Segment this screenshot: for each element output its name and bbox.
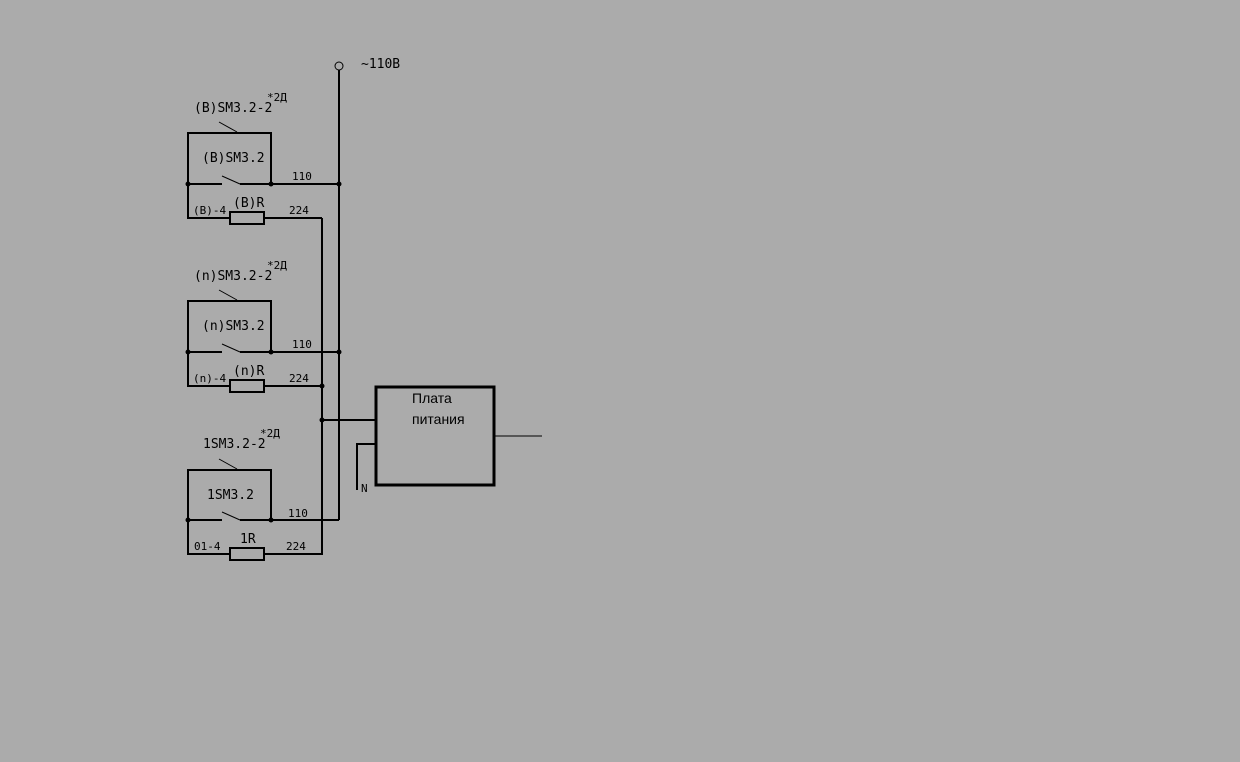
supply-label: ~110В [361, 57, 400, 72]
power-board-line1: Плата [412, 390, 452, 406]
rung-n: (n)SM3.2-2 *2Д (n)SM3.2 110 (n)-4 (n)R 2… [185, 259, 342, 393]
rung-n-left-wire-label: (n)-4 [193, 372, 226, 385]
rung-b-res-left-wire [187, 184, 230, 219]
rung-n-top-note: *2Д [267, 259, 287, 272]
rung-b: (B)SM3.2-2 *2Д (B)SM3.2 110 (B)-4 (B)R 2… [185, 91, 342, 225]
rung-b-top-note: *2Д [267, 91, 287, 104]
rung-n-node-224 [319, 383, 325, 389]
neutral-wire [356, 443, 376, 490]
rung-b-inner-switch-label: (B)SM3.2 [202, 151, 265, 166]
neutral-label: N [361, 482, 368, 495]
rung-n-top-switch-label: (n)SM3.2-2 [194, 269, 272, 284]
rung-b-resistor [229, 211, 265, 225]
rung-1-top-switch-label: 1SM3.2-2 [203, 437, 266, 452]
rung-b-upper-contact [218, 121, 238, 133]
supply-terminal [334, 61, 344, 71]
rung-b-wire-224-label: 224 [289, 204, 309, 217]
rung-1-wire-224-label: 224 [286, 540, 306, 553]
rung-b-left-wire-label: (B)-4 [193, 204, 226, 217]
rung-n-resistor-label: (n)R [233, 364, 264, 379]
rung-1-inner-contact [221, 511, 241, 521]
rung-1-inner-switch-label: 1SM3.2 [207, 488, 254, 503]
rung-1-parallel-branch [187, 469, 272, 520]
rung-b-inner-contact [221, 175, 241, 185]
rung-b-wire-110-label: 110 [292, 170, 312, 183]
rung-n-wire-224-label: 224 [289, 372, 309, 385]
rung-n-res-left-wire [187, 352, 230, 387]
rung-1-resistor-label: 1R [240, 532, 256, 547]
rung-1-resistor [229, 547, 265, 561]
rung-1-upper-contact [218, 458, 238, 470]
rung-b-node-bus [336, 181, 342, 187]
rung-1-top-note: *2Д [260, 427, 280, 440]
rung-n-node-bus [336, 349, 342, 355]
rung-b-node-right [268, 181, 274, 187]
rung-1-res-left-wire [187, 520, 230, 555]
rung-n-parallel-branch [187, 300, 272, 352]
rung-1: 1SM3.2-2 *2Д 1SM3.2 110 01-4 1R 224 [185, 427, 339, 561]
rung-1-node-right [268, 517, 274, 523]
rung-b-resistor-label: (B)R [233, 196, 264, 211]
rung-1-wire-110-label: 110 [288, 507, 308, 520]
node-224-board [319, 417, 325, 423]
rung-n-node-right [268, 349, 274, 355]
rung-b-parallel-branch [187, 132, 272, 184]
rung-n-wire-110-label: 110 [292, 338, 312, 351]
power-board-line2: питания [412, 411, 465, 427]
rung-n-upper-contact [218, 289, 238, 301]
rung-1-left-wire-label: 01-4 [194, 540, 221, 553]
rung-n-inner-contact [221, 343, 241, 353]
rung-n-inner-switch-label: (n)SM3.2 [202, 319, 265, 334]
rung-n-resistor [229, 379, 265, 393]
rung-b-top-switch-label: (B)SM3.2-2 [194, 101, 272, 116]
